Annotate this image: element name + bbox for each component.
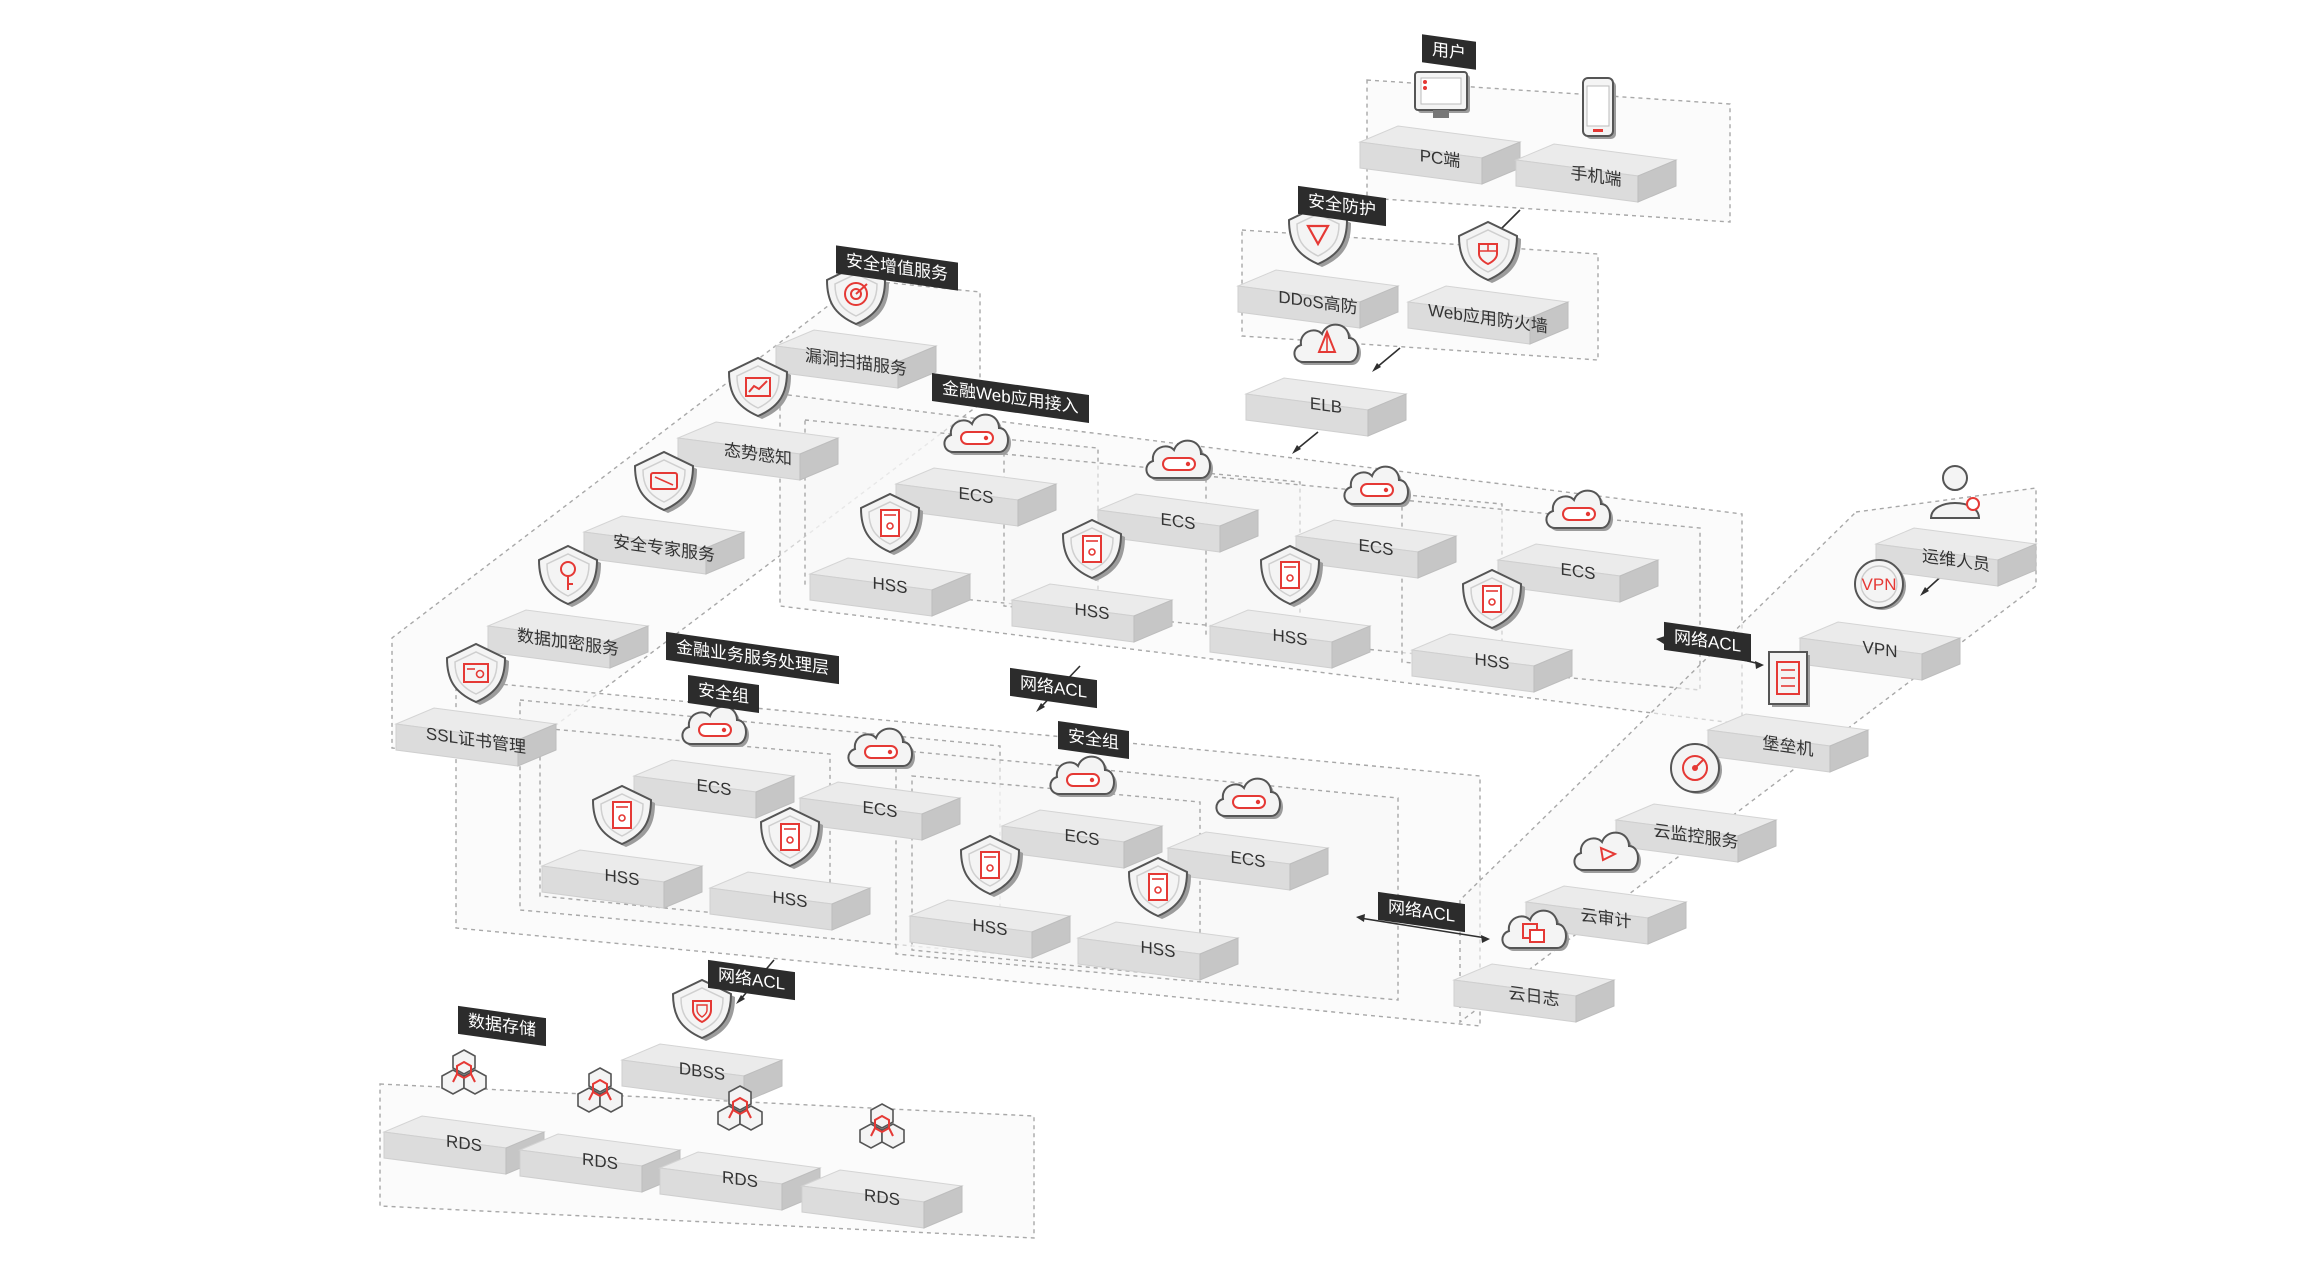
- shield-host-icon: [591, 784, 655, 847]
- pedestal-slab: [1236, 269, 1400, 329]
- pedestal-slab: [658, 1151, 822, 1211]
- arrow-head: [1656, 636, 1665, 644]
- pedestal-slab: [632, 759, 796, 819]
- link-waf-elb: [1375, 347, 1401, 369]
- pedestal-slab: [486, 609, 650, 669]
- pedestal-slab: [1798, 621, 1962, 681]
- arrow-head: [736, 995, 745, 1004]
- pedestal-slab: [1096, 493, 1260, 553]
- shield-certificate-icon: [445, 642, 509, 705]
- arrow-head: [1372, 363, 1381, 372]
- pedestal-slab: [1208, 609, 1372, 669]
- operator-icon: [1929, 465, 1981, 519]
- pedestal-slab: [1410, 633, 1574, 693]
- pedestal-slab: [708, 871, 872, 931]
- pedestal-slab: [1514, 143, 1678, 203]
- phone-icon: [1582, 77, 1616, 139]
- shield-key-icon: [537, 544, 601, 607]
- pedestal-slab: [1358, 125, 1522, 185]
- arrow-head: [1755, 661, 1764, 669]
- pedestal-slab: [582, 515, 746, 575]
- link-acl-log: [1359, 917, 1487, 939]
- pedestal-slab: [800, 1169, 964, 1229]
- shield-host-icon: [1127, 856, 1191, 919]
- arrow-head: [1036, 703, 1045, 712]
- pedestal-slab: [1452, 963, 1616, 1023]
- shield-host-icon: [1461, 568, 1525, 631]
- pedestal-slab: [1294, 519, 1458, 579]
- cloud-server-icon: [1545, 489, 1613, 531]
- pedestal-slab: [1076, 921, 1240, 981]
- arrow-head: [1920, 587, 1929, 596]
- pedestal-slab: [1614, 803, 1778, 863]
- pedestal-slab: [808, 557, 972, 617]
- shield-card-icon: [633, 450, 697, 513]
- pedestal-slab: [394, 707, 558, 767]
- cloud-server-icon: [681, 705, 749, 747]
- cloud-balancer-icon: [1293, 323, 1361, 365]
- tag-acl-right-top: 网络ACL: [1664, 621, 1752, 663]
- pedestal-slab: [518, 1133, 682, 1193]
- tag-acl-right-bottom: 网络ACL: [1378, 891, 1466, 933]
- bastion-icon: [1768, 651, 1810, 707]
- pedestal-slab: [774, 329, 938, 389]
- pedestal-slab: [1496, 543, 1660, 603]
- shield-database-icon: [671, 978, 735, 1041]
- shield-host-icon: [759, 806, 823, 869]
- arrow-head: [1481, 935, 1490, 943]
- cloud-audit-icon: [1573, 831, 1641, 873]
- pedestal-slab: [382, 1115, 546, 1175]
- pedestal-slab: [540, 849, 704, 909]
- cloud-server-icon: [847, 727, 915, 769]
- vpn-icon: VPN: [1854, 559, 1906, 610]
- shield-chart-icon: [727, 356, 791, 419]
- arrow-head: [1292, 445, 1301, 454]
- pedestal-slab: [1406, 285, 1570, 345]
- hexagon-cluster-icon: [577, 1067, 623, 1113]
- pedestal-slab: [908, 899, 1072, 959]
- cloud-server-icon: [1215, 777, 1283, 819]
- pedestal-slab: [1874, 527, 2038, 587]
- pedestal-slab: [676, 421, 840, 481]
- monitor-icon: [1414, 71, 1470, 118]
- pedestal-slab: [798, 781, 962, 841]
- shield-host-icon: [1259, 544, 1323, 607]
- arrow-head: [1356, 914, 1365, 922]
- shield-host-icon: [859, 492, 923, 555]
- hexagon-cluster-icon: [717, 1085, 763, 1131]
- shield-host-icon: [959, 834, 1023, 897]
- pedestal-slab: [1010, 583, 1174, 643]
- gauge-icon: [1670, 743, 1722, 794]
- cloud-server-icon: [1343, 465, 1411, 507]
- tag-acl-middle: 网络ACL: [1010, 667, 1098, 709]
- cloud-log-icon: [1501, 909, 1569, 951]
- pedestal-slab: [1244, 377, 1408, 437]
- shield-triangle-icon: [1287, 204, 1351, 267]
- cloud-server-icon: [1049, 755, 1117, 797]
- hexagon-cluster-icon: [859, 1103, 905, 1149]
- cloud-server-icon: [1145, 439, 1213, 481]
- svg-text:VPN: VPN: [1862, 575, 1897, 594]
- shield-host-icon: [1061, 518, 1125, 581]
- link-elb-web: [1295, 431, 1319, 451]
- cloud-server-icon: [943, 413, 1011, 455]
- pedestal-slab: [1706, 713, 1870, 773]
- hexagon-cluster-icon: [441, 1049, 487, 1095]
- shield-firewall-icon: [1457, 220, 1521, 283]
- pedestal-slab: [1000, 809, 1164, 869]
